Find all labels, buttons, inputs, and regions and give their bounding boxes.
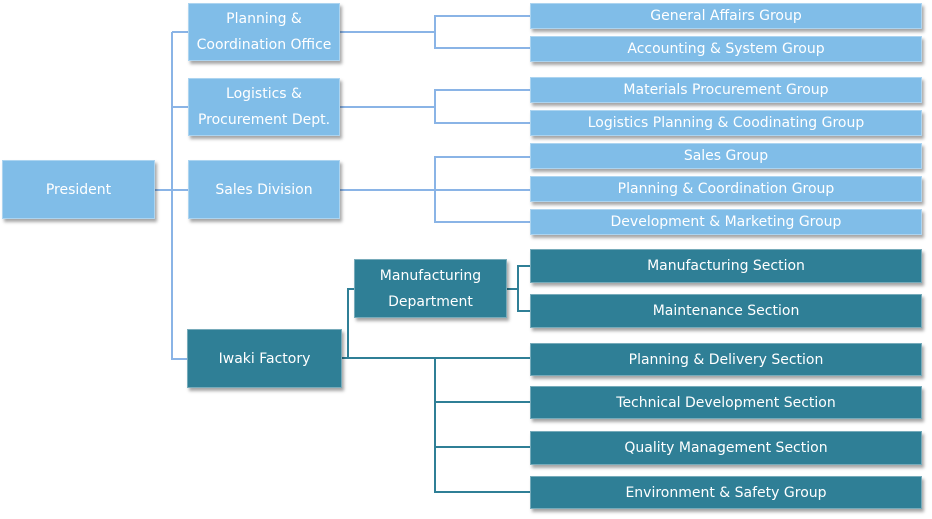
connector-planning-bracket xyxy=(434,15,530,49)
connector-sales-bracket xyxy=(434,156,530,223)
division-label-line: Planning & xyxy=(226,11,302,27)
division-label: Iwaki Factory xyxy=(218,350,311,367)
connector-iwaki-bracket xyxy=(434,358,530,493)
group-label: Materials Procurement Group xyxy=(623,82,829,98)
section-label: Quality Management Section xyxy=(624,440,828,456)
section-label: Environment & Safety Group xyxy=(625,484,827,501)
iwaki-factory-box[interactable]: Iwaki Factory xyxy=(187,329,342,388)
sales-division-box[interactable]: Sales Division xyxy=(188,160,340,219)
group-accounting-system[interactable]: Accounting & System Group xyxy=(530,36,922,62)
manufacturing-department-box[interactable]: Manufacturing Department xyxy=(354,259,507,318)
planning-coordination-office-box[interactable]: Planning & Coordination Office xyxy=(188,3,340,61)
logistics-procurement-dept-box[interactable]: Logistics & Procurement Dept. xyxy=(188,78,340,136)
division-label-line: Coordination Office xyxy=(196,37,332,53)
president-label: President xyxy=(45,181,112,198)
section-quality-management[interactable]: Quality Management Section xyxy=(530,431,922,465)
connector-mfg-bracket xyxy=(517,265,530,312)
group-label: Sales Group xyxy=(683,148,769,164)
group-materials-procurement[interactable]: Materials Procurement Group xyxy=(530,77,922,103)
section-technical-development[interactable]: Technical Development Section xyxy=(530,386,922,419)
division-label-line: Logistics & xyxy=(226,86,302,102)
group-general-affairs[interactable]: General Affairs Group xyxy=(530,3,922,29)
section-label: Manufacturing Section xyxy=(647,258,805,274)
group-label: General Affairs Group xyxy=(650,8,802,24)
section-environment-safety[interactable]: Environment & Safety Group xyxy=(530,476,922,509)
section-label: Technical Development Section xyxy=(616,394,836,411)
section-planning-delivery[interactable]: Planning & Delivery Section xyxy=(530,343,922,376)
connector-logistics-bracket xyxy=(434,89,530,124)
president-box[interactable]: President xyxy=(2,160,155,219)
group-logistics-planning[interactable]: Logistics Planning & Coodinating Group xyxy=(530,110,922,136)
section-label: Maintenance Section xyxy=(652,303,800,319)
group-label: Accounting & System Group xyxy=(627,41,825,57)
group-planning-coordination[interactable]: Planning & Coordination Group xyxy=(530,176,922,202)
division-label: Sales Division xyxy=(215,181,313,198)
group-sales[interactable]: Sales Group xyxy=(530,143,922,169)
group-label: Logistics Planning & Coodinating Group xyxy=(587,115,865,131)
connector-spine xyxy=(171,32,188,360)
group-development-marketing[interactable]: Development & Marketing Group xyxy=(530,209,922,235)
group-label: Development & Marketing Group xyxy=(610,214,842,230)
department-label-line: Manufacturing xyxy=(379,267,482,284)
group-label: Planning & Coordination Group xyxy=(617,181,835,197)
section-label: Planning & Delivery Section xyxy=(628,351,824,368)
section-maintenance[interactable]: Maintenance Section xyxy=(530,294,922,328)
department-label-line: Department xyxy=(388,293,473,310)
division-label-line: Procurement Dept. xyxy=(197,112,331,128)
section-manufacturing[interactable]: Manufacturing Section xyxy=(530,249,922,283)
